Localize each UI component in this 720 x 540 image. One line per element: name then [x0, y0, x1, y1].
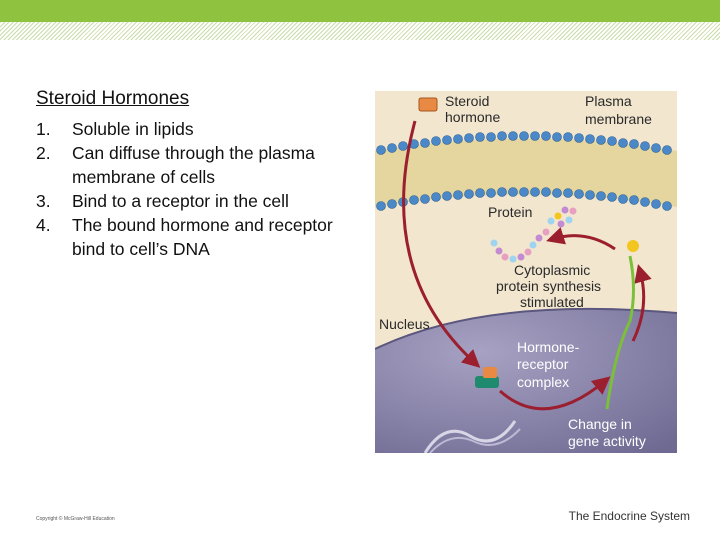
label-cytoplasmic: protein synthesis — [496, 278, 601, 294]
protein-arrow — [546, 227, 616, 251]
plasma-membrane — [375, 131, 677, 211]
label-hormone-receptor-complex: Hormone- — [517, 339, 580, 355]
list-item: 4. The bound hormone and receptor bind to… — [36, 213, 336, 261]
label-gene-activity: gene activity — [568, 433, 646, 449]
label-steroid-hormone: hormone — [445, 109, 500, 125]
label-hormone-receptor-complex: complex — [517, 374, 569, 390]
bullet-list: 1. Soluble in lipids 2. Can diffuse throug… — [36, 117, 336, 261]
gene-arrow — [499, 376, 611, 411]
hormone-receptor-complex — [475, 367, 499, 388]
list-number: 2. — [36, 143, 51, 163]
list-item: 3. Bind to a receptor in the cell — [36, 189, 336, 213]
entry-arrow — [402, 120, 481, 368]
dna-strand — [423, 420, 517, 453]
label-gene-activity: Change in — [568, 416, 632, 432]
slide-title: Steroid Hormones — [36, 88, 190, 109]
mrna-strand — [605, 255, 635, 410]
list-text: Can diffuse through the plasma membrane … — [72, 143, 315, 187]
label-hormone-receptor-complex: receptor — [517, 356, 569, 372]
header-bar — [0, 0, 720, 22]
steroid-hormone-icon — [418, 97, 438, 112]
label-plasma-membrane: Plasma — [585, 93, 632, 109]
list-text: Bind to a receptor in the cell — [72, 191, 289, 211]
ribosome — [627, 240, 639, 252]
label-nucleus: Nucleus — [379, 316, 430, 332]
list-item: 2. Can diffuse through the plasma membran… — [36, 141, 336, 189]
label-cytoplasmic: Cytoplasmic — [514, 262, 590, 278]
list-item: 1. Soluble in lipids — [36, 117, 336, 141]
steroid-hormone-diagram: Steroid hormone Plasma membrane Protein … — [375, 91, 677, 453]
list-text: The bound hormone and receptor bind to c… — [72, 215, 333, 259]
label-cytoplasmic: stimulated — [520, 294, 584, 310]
label-steroid-hormone: Steroid — [445, 93, 489, 109]
list-text: Soluble in lipids — [72, 119, 194, 139]
synthesis-arrow — [631, 264, 652, 342]
protein-chain — [490, 206, 577, 263]
nucleus — [375, 308, 677, 453]
label-plasma-membrane: membrane — [585, 111, 652, 127]
copyright-notice: Copyright © McGraw-Hill Education — [36, 516, 115, 522]
label-protein: Protein — [488, 204, 532, 220]
list-number: 3. — [36, 191, 51, 211]
header-hatch — [0, 22, 720, 40]
list-number: 1. — [36, 119, 51, 139]
footer-topic: The Endocrine System — [568, 509, 690, 523]
list-number: 4. — [36, 215, 51, 235]
